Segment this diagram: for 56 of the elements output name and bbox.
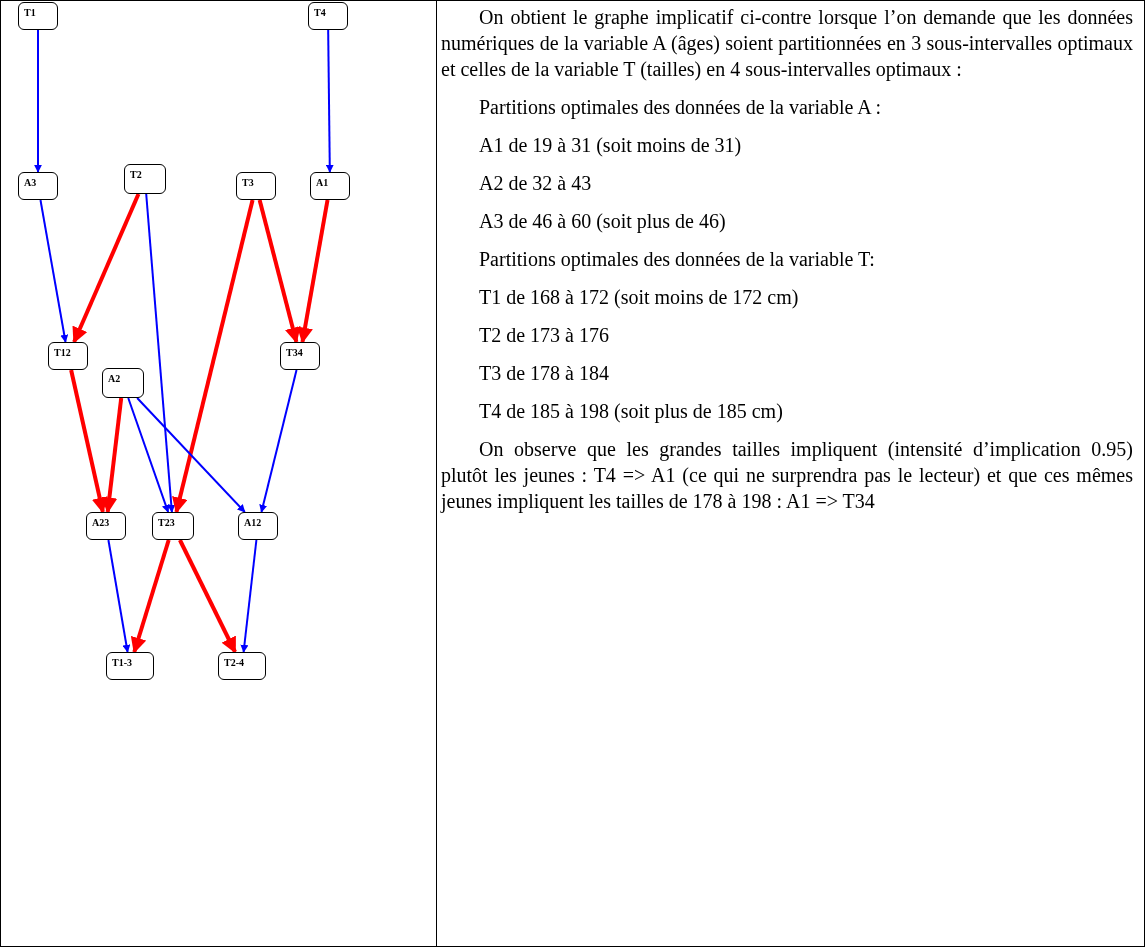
arrow (136, 397, 246, 513)
paragraph: A1 de 19 à 31 (soit moins de 31) (478, 133, 743, 158)
paragraph: T1 de 168 à 172 (soit moins de 172 cm) (478, 285, 800, 310)
node-label: T3 (242, 177, 254, 188)
node-label: T23 (158, 517, 175, 528)
node-box (280, 342, 320, 370)
arrow (34, 29, 42, 173)
node-label: T1-3 (112, 657, 132, 668)
arrow (39, 199, 69, 343)
node-label: T1 (24, 7, 36, 18)
node-label: T12 (54, 347, 71, 358)
node-label: T2-4 (224, 657, 244, 668)
node-label: A1 (316, 177, 329, 188)
node-box (18, 172, 58, 200)
arrow (178, 539, 237, 654)
node-label: A2 (108, 373, 121, 384)
node-box (86, 512, 126, 540)
arrow (172, 199, 255, 514)
node-label: T2 (130, 169, 142, 180)
paragraph: T4 de 185 à 198 (soit plus de 185 cm) (478, 399, 784, 424)
node-box (152, 512, 194, 540)
paragraph: On observe que les grandes tailles impliquent (intensité d’implication 0.95) plutôt les jeunes : T4 => A1 (ce qui ne surprendra pas le lecteur) et que ces mêmes jeunes impliquent les tailles de 178 à 198 : A1 => T34 (441, 437, 1133, 514)
paragraph: Partitions optimales des données de la variable T: (478, 247, 876, 272)
arrow (259, 369, 298, 513)
arrow (107, 539, 131, 653)
node-label: A23 (92, 517, 110, 528)
node-box (308, 2, 348, 30)
arrow (101, 397, 124, 514)
arrow (69, 369, 108, 514)
arrow (130, 539, 171, 654)
arrow (297, 199, 330, 344)
arrow (257, 199, 301, 344)
arrow (127, 397, 170, 513)
node-box (310, 172, 350, 200)
node-box (238, 512, 278, 540)
paragraph: Partitions optimales des données de la variable A : (478, 95, 883, 120)
node-box (18, 2, 58, 30)
paragraph: T2 de 173 à 176 (478, 323, 610, 348)
paragraph: A3 de 46 à 60 (soit plus de 46) (478, 209, 727, 234)
node-label: T34 (286, 347, 303, 358)
node-box (102, 368, 144, 398)
node-box (106, 652, 154, 680)
node-label: T4 (314, 7, 326, 18)
arrow (145, 193, 176, 513)
arrow (240, 539, 258, 653)
paragraph: A2 de 32 à 43 (478, 171, 593, 196)
arrow (325, 29, 334, 173)
node-box (218, 652, 266, 680)
node-box (48, 342, 88, 370)
node-label: A3 (24, 177, 37, 188)
node-label: A12 (244, 517, 262, 528)
node-box (124, 164, 166, 194)
node-box (236, 172, 276, 200)
paragraph: On obtient le graphe implicatif ci-contre lorsque l’on demande que les données numériques de la variable A (âges) soient partitionnées en 3 sous-intervalles optimaux et celles de la variable T (tailles) en 4 sous-intervalles optimaux : (441, 5, 1133, 82)
paragraph: T3 de 178 à 184 (478, 361, 610, 386)
arrow (72, 193, 141, 344)
